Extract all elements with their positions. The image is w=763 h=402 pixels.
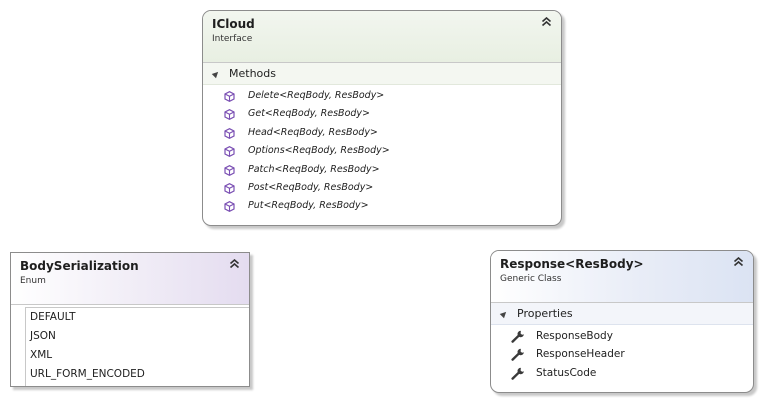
wrench-icon xyxy=(511,330,524,343)
method-item[interactable]: Put<ReqBody, ResBody> xyxy=(203,197,561,215)
method-item[interactable]: Patch<ReqBody, ResBody> xyxy=(203,161,561,179)
method-name: Head<ReqBody, ResBody> xyxy=(248,126,378,138)
body-serialization-stereotype: Enum xyxy=(20,276,46,286)
cube-method-icon xyxy=(224,182,235,194)
response-title: Response<ResBody> xyxy=(500,257,644,271)
property-name: StatusCode xyxy=(536,366,597,379)
property-item[interactable]: ResponseHeader xyxy=(491,345,753,363)
properties-section-label: Properties xyxy=(517,307,573,320)
cube-method-icon xyxy=(224,91,235,102)
method-item[interactable]: Post<ReqBody, ResBody> xyxy=(203,179,561,197)
triangle-expander-icon[interactable] xyxy=(499,309,509,319)
enum-value[interactable]: JSON xyxy=(30,330,56,342)
wrench-icon xyxy=(511,367,524,380)
cube-method-icon xyxy=(224,146,235,158)
body-serialization-enum-shape[interactable]: BodySerialization Enum DEFAULT JSON XML … xyxy=(10,252,250,387)
response-class-shape[interactable]: Response<ResBody> Generic Class Properti… xyxy=(490,250,754,393)
enum-value[interactable]: DEFAULT xyxy=(30,311,76,323)
response-stereotype: Generic Class xyxy=(500,274,562,284)
methods-section-header[interactable]: Methods xyxy=(203,63,561,85)
methods-section-label: Methods xyxy=(229,67,276,80)
property-item[interactable]: ResponseBody xyxy=(491,327,753,345)
body-serialization-header[interactable]: BodySerialization Enum xyxy=(11,253,249,305)
property-item[interactable]: StatusCode xyxy=(491,364,753,382)
cube-method-icon xyxy=(224,127,235,139)
icloud-header[interactable]: ICloud Interface xyxy=(203,11,561,63)
method-item[interactable]: Delete<ReqBody, ResBody> xyxy=(203,87,561,105)
double-chevron-up-icon[interactable] xyxy=(733,257,744,267)
triangle-expander-icon[interactable] xyxy=(211,69,221,79)
methods-list: Delete<ReqBody, ResBody> Get<ReqBody, Re… xyxy=(203,85,561,216)
icloud-stereotype: Interface xyxy=(212,34,253,44)
body-serialization-title: BodySerialization xyxy=(20,259,139,273)
cube-method-icon xyxy=(224,164,235,176)
response-header[interactable]: Response<ResBody> Generic Class xyxy=(491,251,753,303)
method-name: Post<ReqBody, ResBody> xyxy=(248,181,374,193)
method-item[interactable]: Head<ReqBody, ResBody> xyxy=(203,124,561,142)
double-chevron-up-icon[interactable] xyxy=(229,259,240,269)
method-item[interactable]: Options<ReqBody, ResBody> xyxy=(203,142,561,160)
property-name: ResponseHeader xyxy=(536,348,625,361)
cube-method-icon xyxy=(224,109,235,121)
properties-list: ResponseBody ResponseHeader StatusCode xyxy=(491,325,753,382)
enum-value[interactable]: XML xyxy=(30,349,53,361)
double-chevron-up-icon[interactable] xyxy=(541,17,552,27)
wrench-icon xyxy=(511,349,524,362)
properties-section-header[interactable]: Properties xyxy=(491,303,753,325)
icloud-title: ICloud xyxy=(212,17,255,31)
method-name: Delete<ReqBody, ResBody> xyxy=(248,90,385,101)
enum-value[interactable]: URL_FORM_ENCODED xyxy=(30,368,145,380)
method-item[interactable]: Get<ReqBody, ResBody> xyxy=(203,105,561,123)
method-name: Get<ReqBody, ResBody> xyxy=(248,108,370,120)
property-name: ResponseBody xyxy=(536,330,613,342)
method-name: Patch<ReqBody, ResBody> xyxy=(248,163,380,175)
cube-method-icon xyxy=(224,201,235,213)
method-name: Options<ReqBody, ResBody> xyxy=(248,145,390,157)
enum-values-list: DEFAULT JSON XML URL_FORM_ENCODED xyxy=(25,307,249,386)
icloud-interface-shape[interactable]: ICloud Interface Methods Delete<ReqBody,… xyxy=(202,10,562,226)
method-name: Put<ReqBody, ResBody> xyxy=(248,200,369,212)
